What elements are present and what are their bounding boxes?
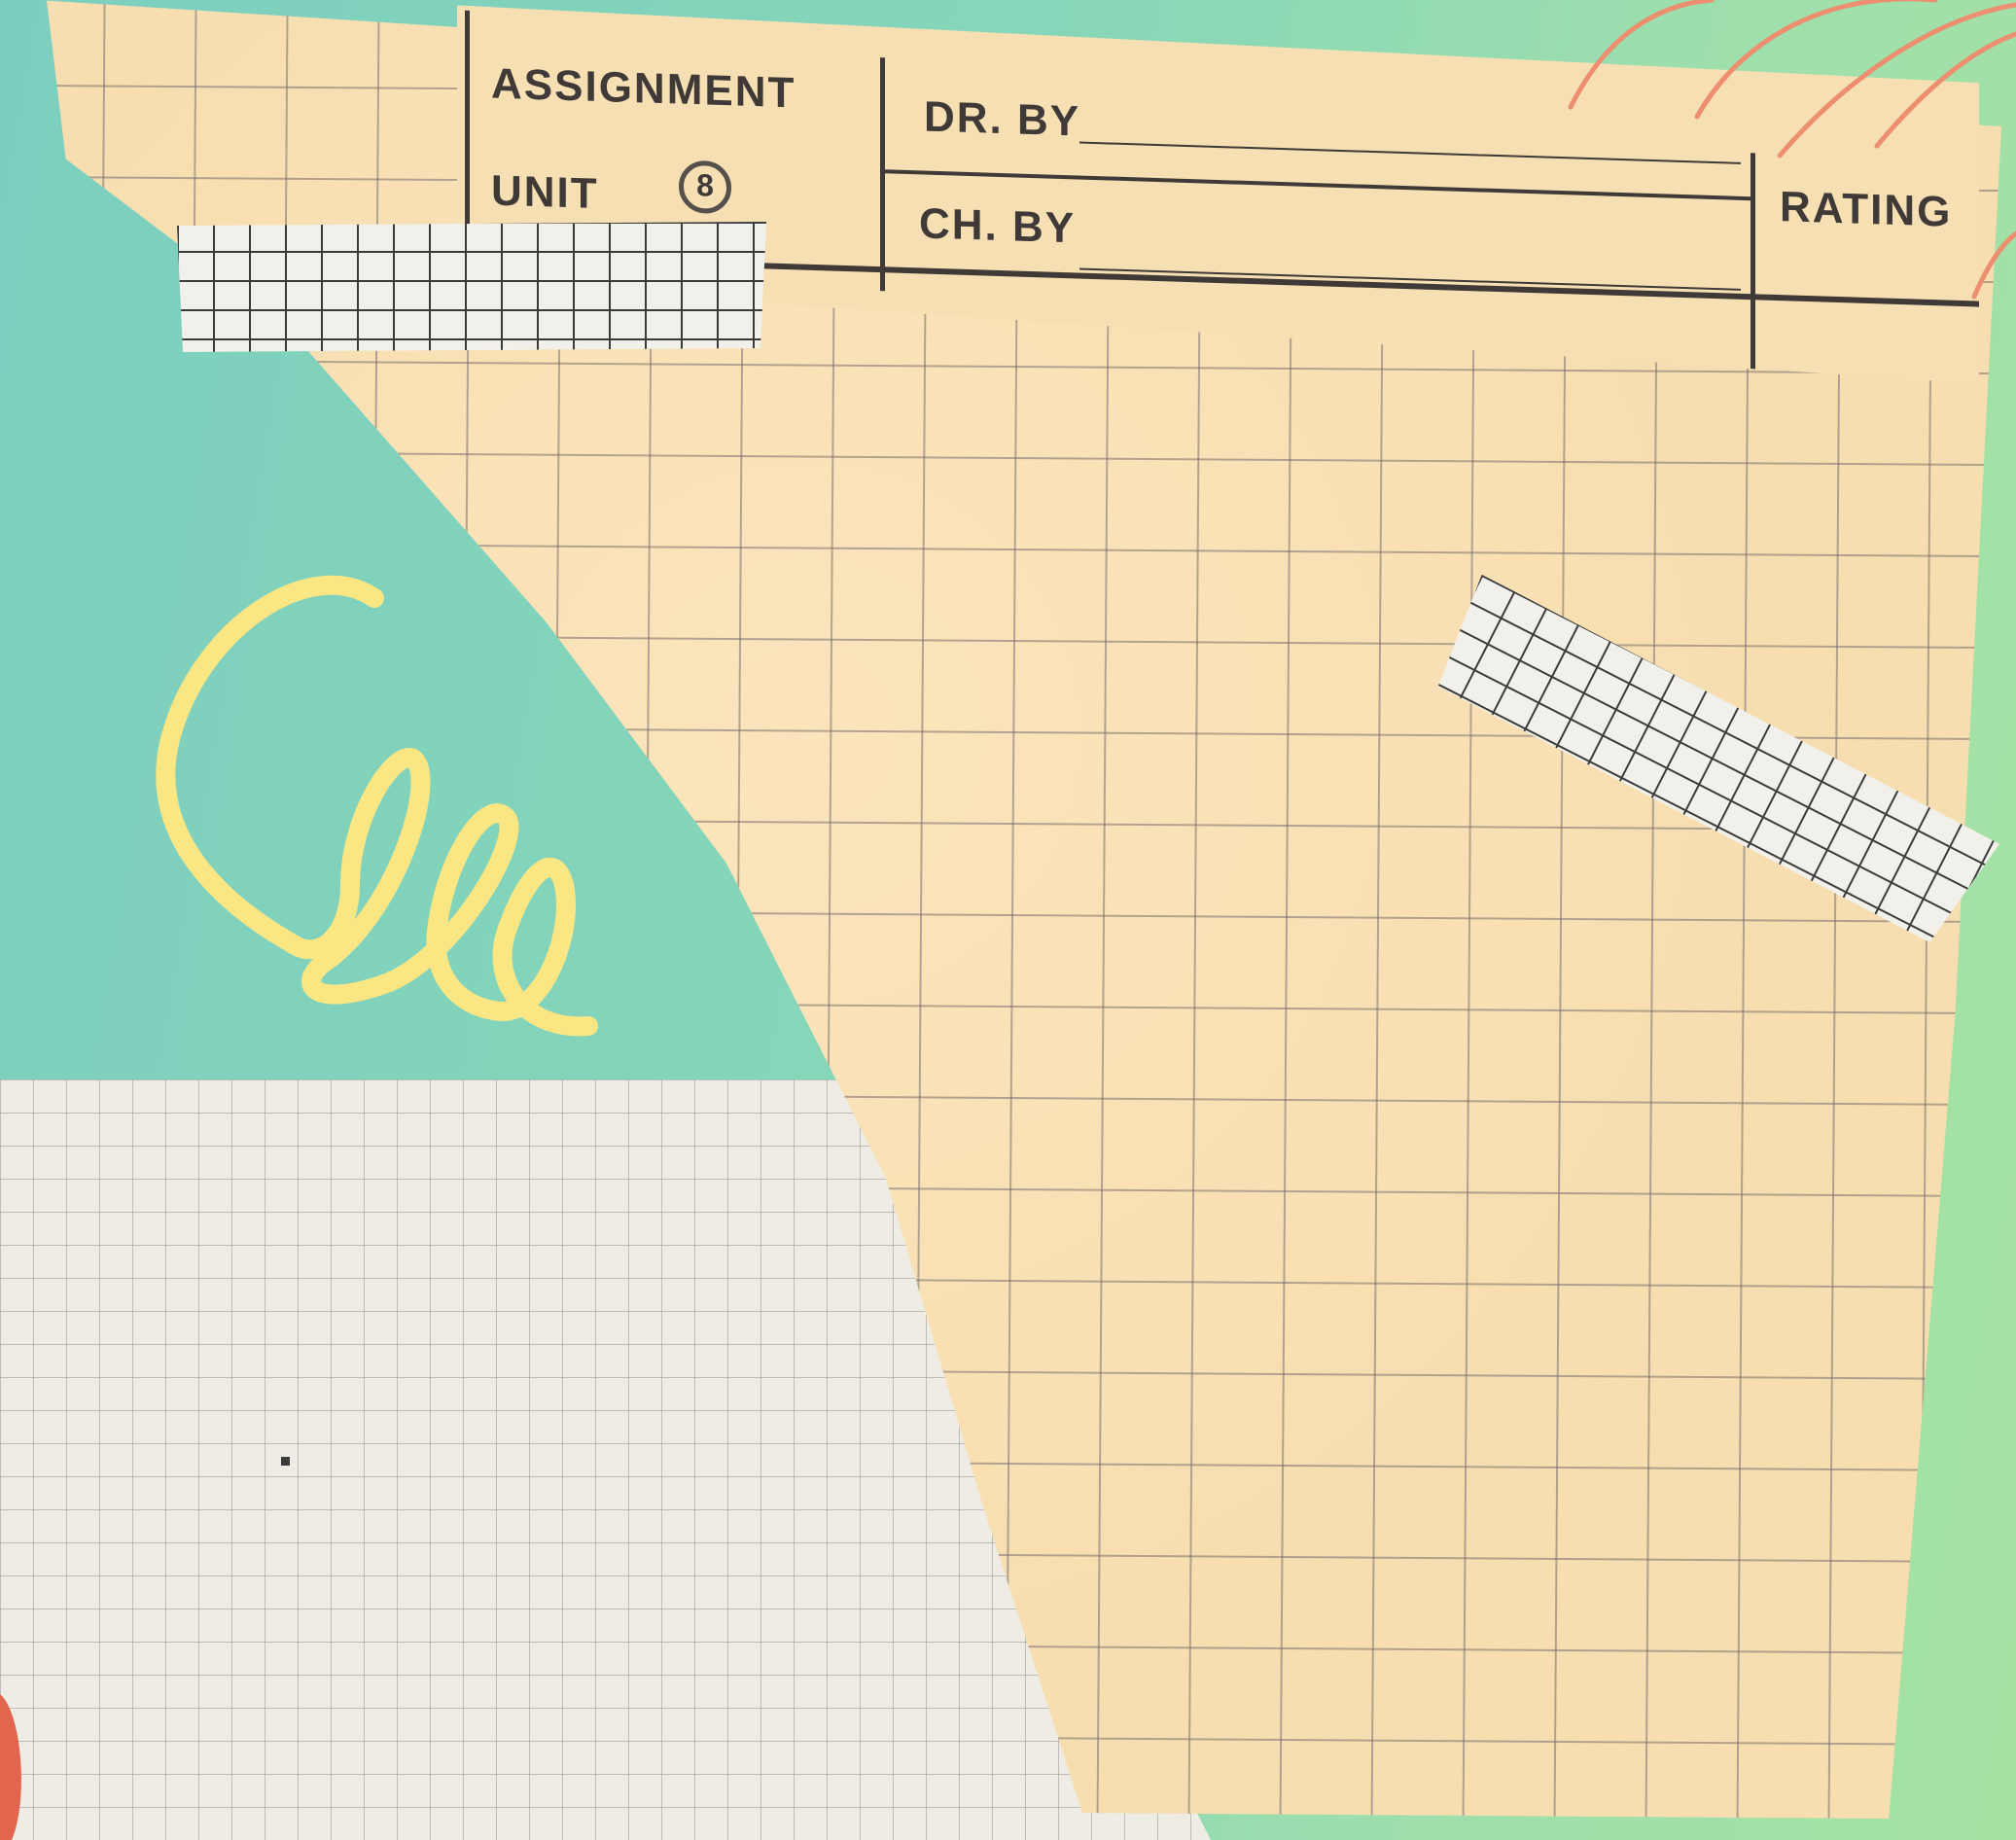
unit-number: 8	[696, 167, 714, 203]
title-block-divider	[1751, 153, 1755, 386]
grid-dot-mark	[281, 1457, 290, 1466]
title-block-rule	[885, 169, 1751, 200]
drawn-by-label: DR. BY	[924, 92, 1081, 146]
title-block-divider	[880, 57, 885, 291]
unit-number-badge: 8	[679, 160, 731, 215]
rating-label: RATING	[1780, 183, 1953, 236]
unit-label: UNIT	[491, 166, 599, 218]
checked-by-label: CH. BY	[919, 199, 1077, 253]
dr-by-blank-line	[1079, 142, 1741, 164]
grid-washi-tape-icon	[177, 222, 766, 352]
assignment-label: ASSIGNMENT	[491, 59, 796, 118]
